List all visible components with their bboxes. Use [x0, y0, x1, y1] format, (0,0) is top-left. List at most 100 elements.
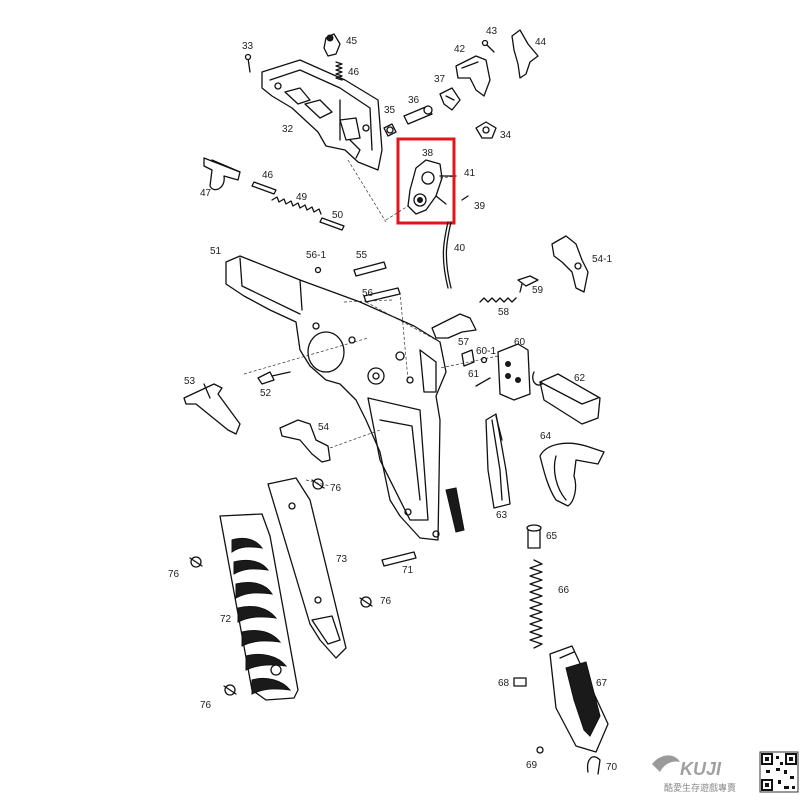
part-46-pin	[251, 181, 277, 195]
highlight-box-38	[396, 137, 456, 225]
label-68: 68	[498, 678, 510, 689]
part-49-spring	[271, 196, 322, 215]
kuji-logo: KUJI 酷愛生存遊戲專賣	[652, 755, 736, 793]
label-41: 41	[464, 168, 476, 179]
label-60-1: 60-1	[476, 346, 496, 357]
label-42: 42	[454, 44, 466, 55]
label-76-a: 76	[330, 483, 342, 494]
part-52-screw	[257, 371, 291, 385]
part-69	[536, 746, 544, 754]
label-64: 64	[540, 431, 552, 442]
label-49: 49	[296, 192, 308, 203]
label-38: 38	[422, 148, 434, 159]
leader-lines	[243, 159, 499, 487]
part-43-screw	[481, 39, 495, 53]
label-67: 67	[596, 678, 608, 689]
part-39-pin	[461, 195, 469, 201]
label-32: 32	[282, 124, 294, 135]
part-44	[511, 29, 539, 79]
part-34	[475, 121, 497, 139]
part-72-grip	[219, 513, 299, 701]
label-43: 43	[486, 26, 498, 37]
label-54-1: 54-1	[592, 254, 612, 265]
label-35: 35	[384, 105, 396, 116]
part-54-1	[551, 235, 589, 293]
label-53: 53	[184, 376, 196, 387]
part-51-frame	[225, 255, 465, 541]
label-46-top: 46	[348, 67, 360, 78]
part-54	[279, 419, 331, 463]
label-65: 65	[546, 531, 558, 542]
part-60-1-ball	[480, 356, 488, 364]
part-67	[549, 645, 609, 753]
label-39: 39	[474, 201, 486, 212]
label-44: 44	[535, 37, 547, 48]
label-62: 62	[574, 373, 586, 384]
label-46-mid: 46	[262, 170, 274, 181]
label-72: 72	[220, 614, 232, 625]
part-61-pin	[475, 377, 491, 387]
part-70	[586, 756, 601, 775]
part-68	[513, 677, 527, 687]
label-56: 56	[362, 288, 374, 299]
kuji-logo-text: KUJI	[680, 759, 722, 779]
part-53	[183, 383, 241, 435]
part-42	[455, 55, 491, 97]
part-35-36-pins	[383, 105, 433, 137]
part-55-pin	[353, 261, 387, 277]
part-33-screw	[244, 53, 252, 73]
label-63: 63	[496, 510, 508, 521]
part-63	[485, 413, 511, 509]
part-57-pin	[461, 349, 475, 367]
label-37: 37	[434, 74, 446, 85]
part-73-grip	[267, 477, 347, 659]
part-32-housing	[261, 59, 383, 171]
part-50-pin	[319, 217, 345, 231]
part-37	[439, 87, 461, 111]
label-69: 69	[526, 760, 538, 771]
label-34: 34	[500, 130, 512, 141]
label-56-1: 56-1	[306, 250, 326, 261]
label-76-d: 76	[200, 700, 212, 711]
label-51: 51	[210, 246, 222, 257]
part-56-1-ball	[314, 266, 322, 274]
kuji-slogan: 酷愛生存遊戲專賣	[664, 782, 736, 793]
label-70: 70	[606, 762, 618, 773]
part-labels: 33 45 46 43 42 44 37 36 35 34 32 38 41 3…	[168, 26, 618, 773]
part-60-block	[497, 343, 531, 401]
label-47: 47	[200, 188, 212, 199]
label-57: 57	[458, 337, 470, 348]
part-65-screw	[526, 524, 542, 549]
label-66: 66	[558, 585, 570, 596]
kuji-bird-icon	[652, 755, 680, 772]
label-60: 60	[514, 337, 526, 348]
label-52: 52	[260, 388, 272, 399]
qr-code-icon	[759, 751, 799, 793]
part-38-hammer	[407, 159, 447, 215]
part-71-pin	[381, 551, 417, 567]
part-64	[539, 442, 605, 507]
label-76-b: 76	[168, 569, 180, 580]
label-45: 45	[346, 36, 358, 47]
label-58: 58	[498, 307, 510, 318]
part-46-spring-top	[335, 61, 343, 81]
label-71: 71	[402, 565, 414, 576]
label-33: 33	[242, 41, 254, 52]
part-76-screw-3	[359, 596, 373, 608]
part-45	[323, 33, 341, 57]
label-54: 54	[318, 422, 330, 433]
part-40-spring	[442, 221, 452, 289]
label-40: 40	[454, 243, 466, 254]
label-55: 55	[356, 250, 368, 261]
label-50: 50	[332, 210, 344, 221]
label-59: 59	[532, 285, 544, 296]
label-36: 36	[408, 95, 420, 106]
part-66-spring	[529, 559, 543, 649]
part-76-screw-2	[189, 556, 203, 568]
part-58-spring	[479, 297, 517, 303]
label-73: 73	[336, 554, 348, 565]
part-47	[203, 157, 241, 191]
part-62	[532, 371, 601, 425]
